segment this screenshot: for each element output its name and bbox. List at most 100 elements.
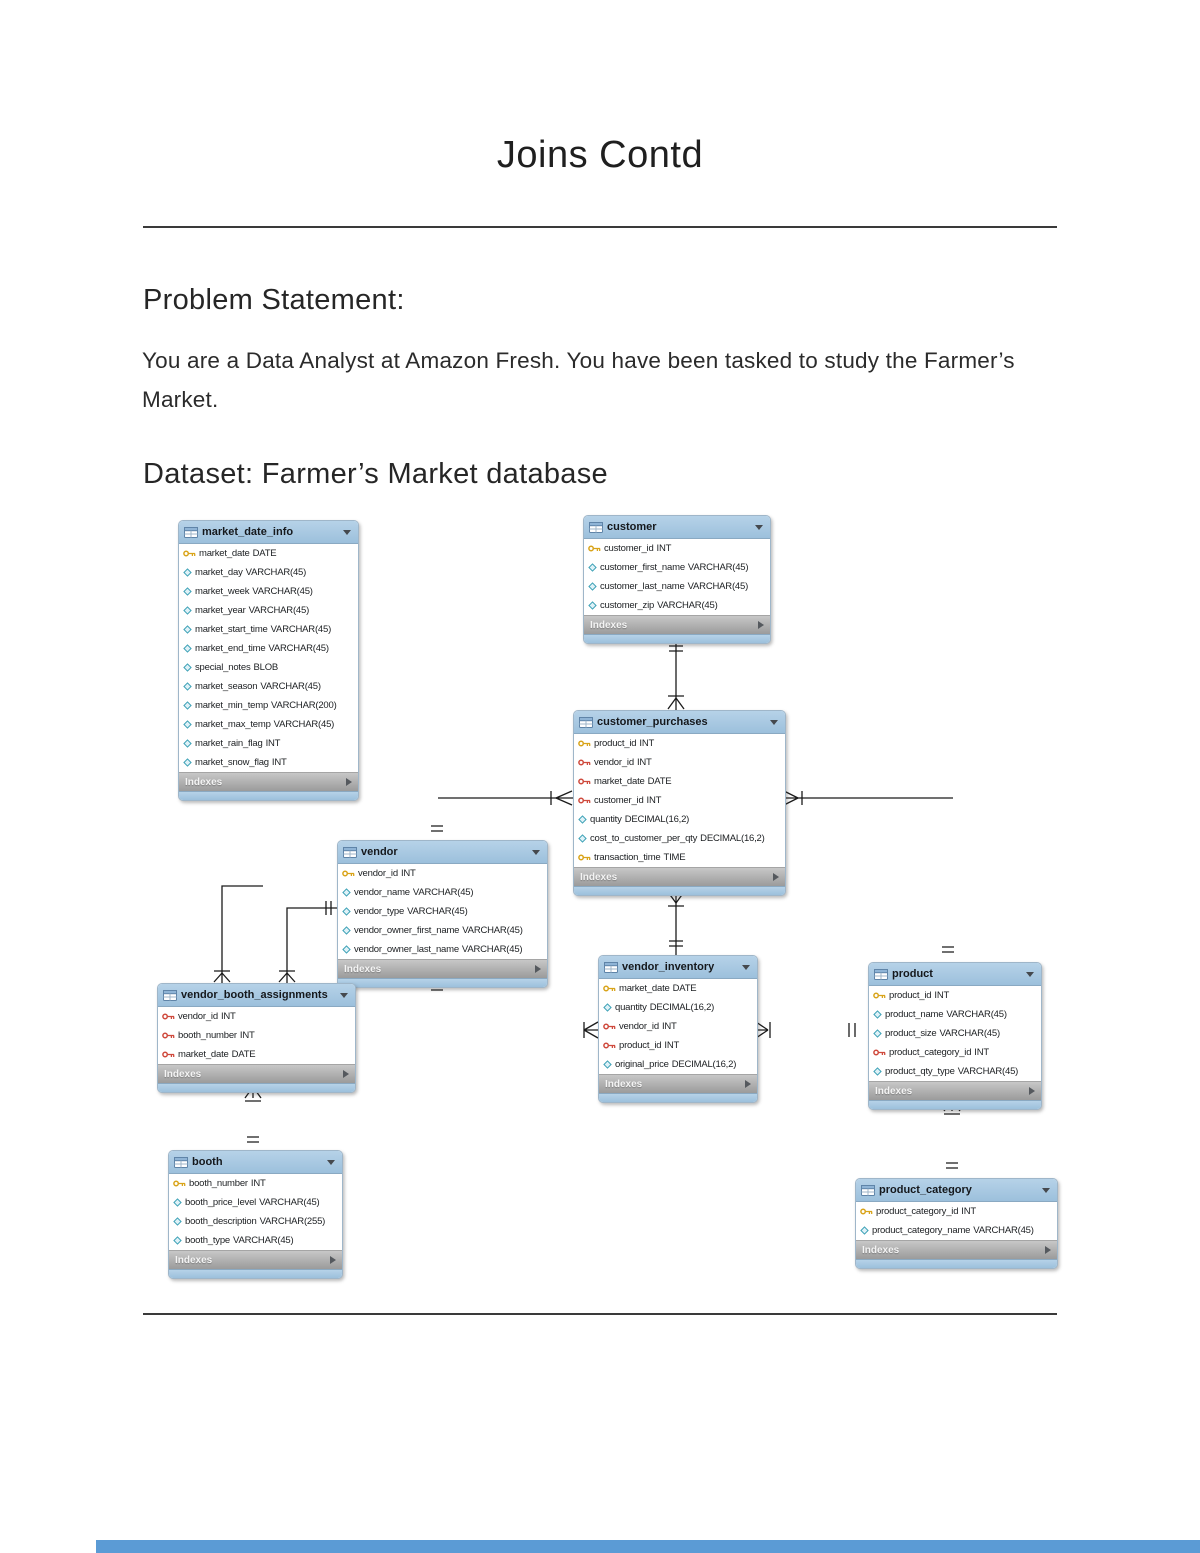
indexes-footer[interactable]: Indexes: [169, 1250, 342, 1269]
chevron-down-icon[interactable]: [327, 1159, 335, 1165]
indexes-footer[interactable]: Indexes: [179, 772, 358, 791]
table-header[interactable]: customer_purchases: [574, 711, 785, 734]
indexes-footer[interactable]: Indexes: [599, 1074, 757, 1093]
column-type: INT: [664, 1040, 680, 1051]
indexes-footer[interactable]: Indexes: [574, 867, 785, 886]
column-diamond-icon: [183, 758, 192, 767]
column-type: INT: [636, 757, 652, 768]
column-name: vendor_id: [178, 1011, 218, 1022]
chevron-down-icon[interactable]: [343, 529, 351, 535]
column-name: quantity: [615, 1002, 647, 1013]
column-diamond-icon: [183, 644, 192, 653]
chevron-down-icon[interactable]: [532, 849, 540, 855]
table-header[interactable]: customer: [584, 516, 770, 539]
table-header[interactable]: vendor: [338, 841, 547, 864]
column-name: product_name: [885, 1009, 944, 1020]
indexes-footer[interactable]: Indexes: [584, 615, 770, 634]
table-header[interactable]: vendor_booth_assignments: [158, 984, 355, 1007]
column-type: DECIMAL(16,2): [671, 1059, 737, 1070]
column-type: VARCHAR(45): [259, 1197, 320, 1208]
table-header[interactable]: market_date_info: [179, 521, 358, 544]
table-header[interactable]: booth: [169, 1151, 342, 1174]
column-type: INT: [239, 1030, 255, 1041]
chevron-down-icon[interactable]: [742, 964, 750, 970]
table-header[interactable]: vendor_inventory: [599, 956, 757, 979]
table-name: booth: [192, 1156, 223, 1168]
primary-key-icon: [873, 991, 886, 1000]
chevron-down-icon[interactable]: [770, 719, 778, 725]
table-bottom-strip: [574, 886, 785, 895]
chevron-down-icon[interactable]: [755, 524, 763, 530]
table-icon: [589, 521, 603, 533]
chevron-down-icon[interactable]: [1042, 1187, 1050, 1193]
column-type: INT: [639, 738, 655, 749]
column-type: VARCHAR(45): [687, 581, 749, 592]
indexes-footer[interactable]: Indexes: [338, 959, 547, 978]
table-header[interactable]: product: [869, 963, 1041, 986]
column-name: product_id: [619, 1040, 662, 1051]
table-bottom-strip: [599, 1093, 757, 1102]
indexes-label: Indexes: [875, 1085, 913, 1097]
column-type: DATE: [252, 548, 277, 559]
chevron-down-icon[interactable]: [340, 992, 348, 998]
table-bottom-strip: [179, 791, 358, 800]
column-diamond-icon: [173, 1217, 182, 1226]
chevron-down-icon[interactable]: [1026, 971, 1034, 977]
indexes-footer[interactable]: Indexes: [856, 1240, 1057, 1259]
table-header[interactable]: product_category: [856, 1179, 1057, 1202]
indexes-footer[interactable]: Indexes: [158, 1064, 355, 1083]
expand-arrow-icon: [346, 778, 352, 786]
indexes-footer[interactable]: Indexes: [869, 1081, 1041, 1100]
